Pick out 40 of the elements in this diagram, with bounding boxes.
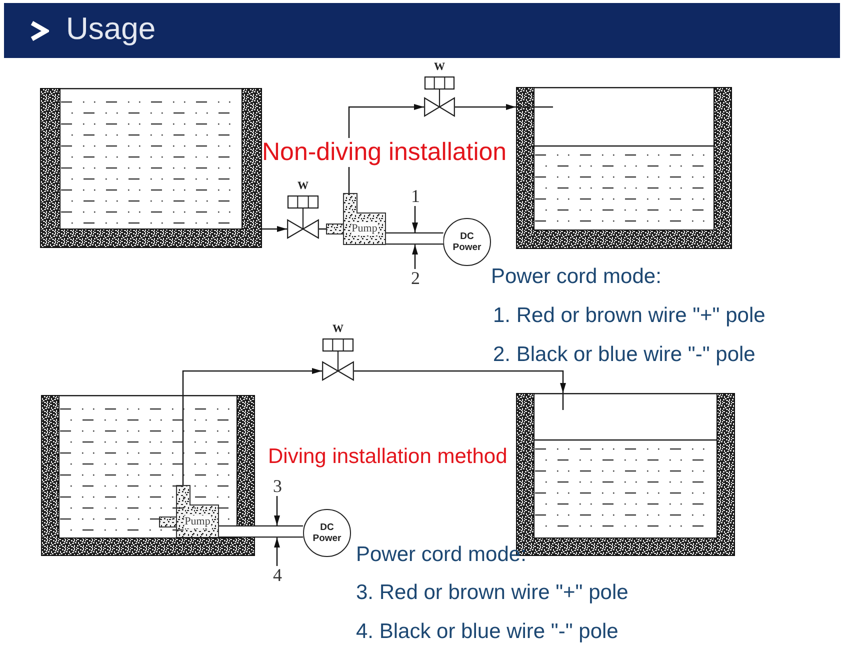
valve-label: W <box>298 180 308 192</box>
note-heading: Power cord mode: <box>491 265 662 290</box>
callout-number: 2 <box>408 269 423 288</box>
power-label: DC Power <box>312 522 342 544</box>
leader-line <box>274 496 280 526</box>
power-label: DC Power <box>452 231 482 253</box>
page-title: Usage <box>66 11 156 47</box>
callout-number: 1 <box>408 187 423 206</box>
note-line: 2. Black or blue wire "-" pole <box>493 343 756 368</box>
pipe-arrow <box>455 104 516 110</box>
note-line: 1. Red or brown wire "+" pole <box>493 304 766 328</box>
leader-line <box>274 538 280 566</box>
pipe-arrow <box>262 226 287 232</box>
solenoid-valve <box>322 323 354 381</box>
installation-heading: Non-diving installation <box>262 138 507 167</box>
solenoid-valve <box>287 180 319 239</box>
power-cable <box>386 232 444 245</box>
power-supply-circle <box>443 218 491 266</box>
pipe <box>319 228 326 230</box>
callout-number: 3 <box>270 477 285 496</box>
note-line: 3. Red or brown wire "+" pole <box>356 581 628 606</box>
water-tank <box>40 88 262 248</box>
water-tank <box>41 395 255 556</box>
note-heading: Power cord mode: <box>356 543 526 568</box>
installation-heading: Diving installation method <box>268 445 508 470</box>
valve-label: W <box>434 61 445 73</box>
solenoid-valve <box>424 61 455 117</box>
valve-label: W <box>332 323 344 335</box>
leader-line <box>412 244 418 269</box>
leader-line <box>412 206 418 232</box>
pump <box>326 193 386 245</box>
callout-number: 4 <box>270 566 285 585</box>
power-supply-circle <box>303 509 351 557</box>
pipe-arrow <box>182 368 322 485</box>
pump <box>159 485 219 538</box>
water-tank <box>516 87 732 249</box>
power-cable <box>219 525 304 538</box>
pump-label: Pump <box>350 222 378 236</box>
pipe-arrow <box>354 370 566 393</box>
note-line: 4. Black or blue wire "-" pole <box>356 620 618 644</box>
